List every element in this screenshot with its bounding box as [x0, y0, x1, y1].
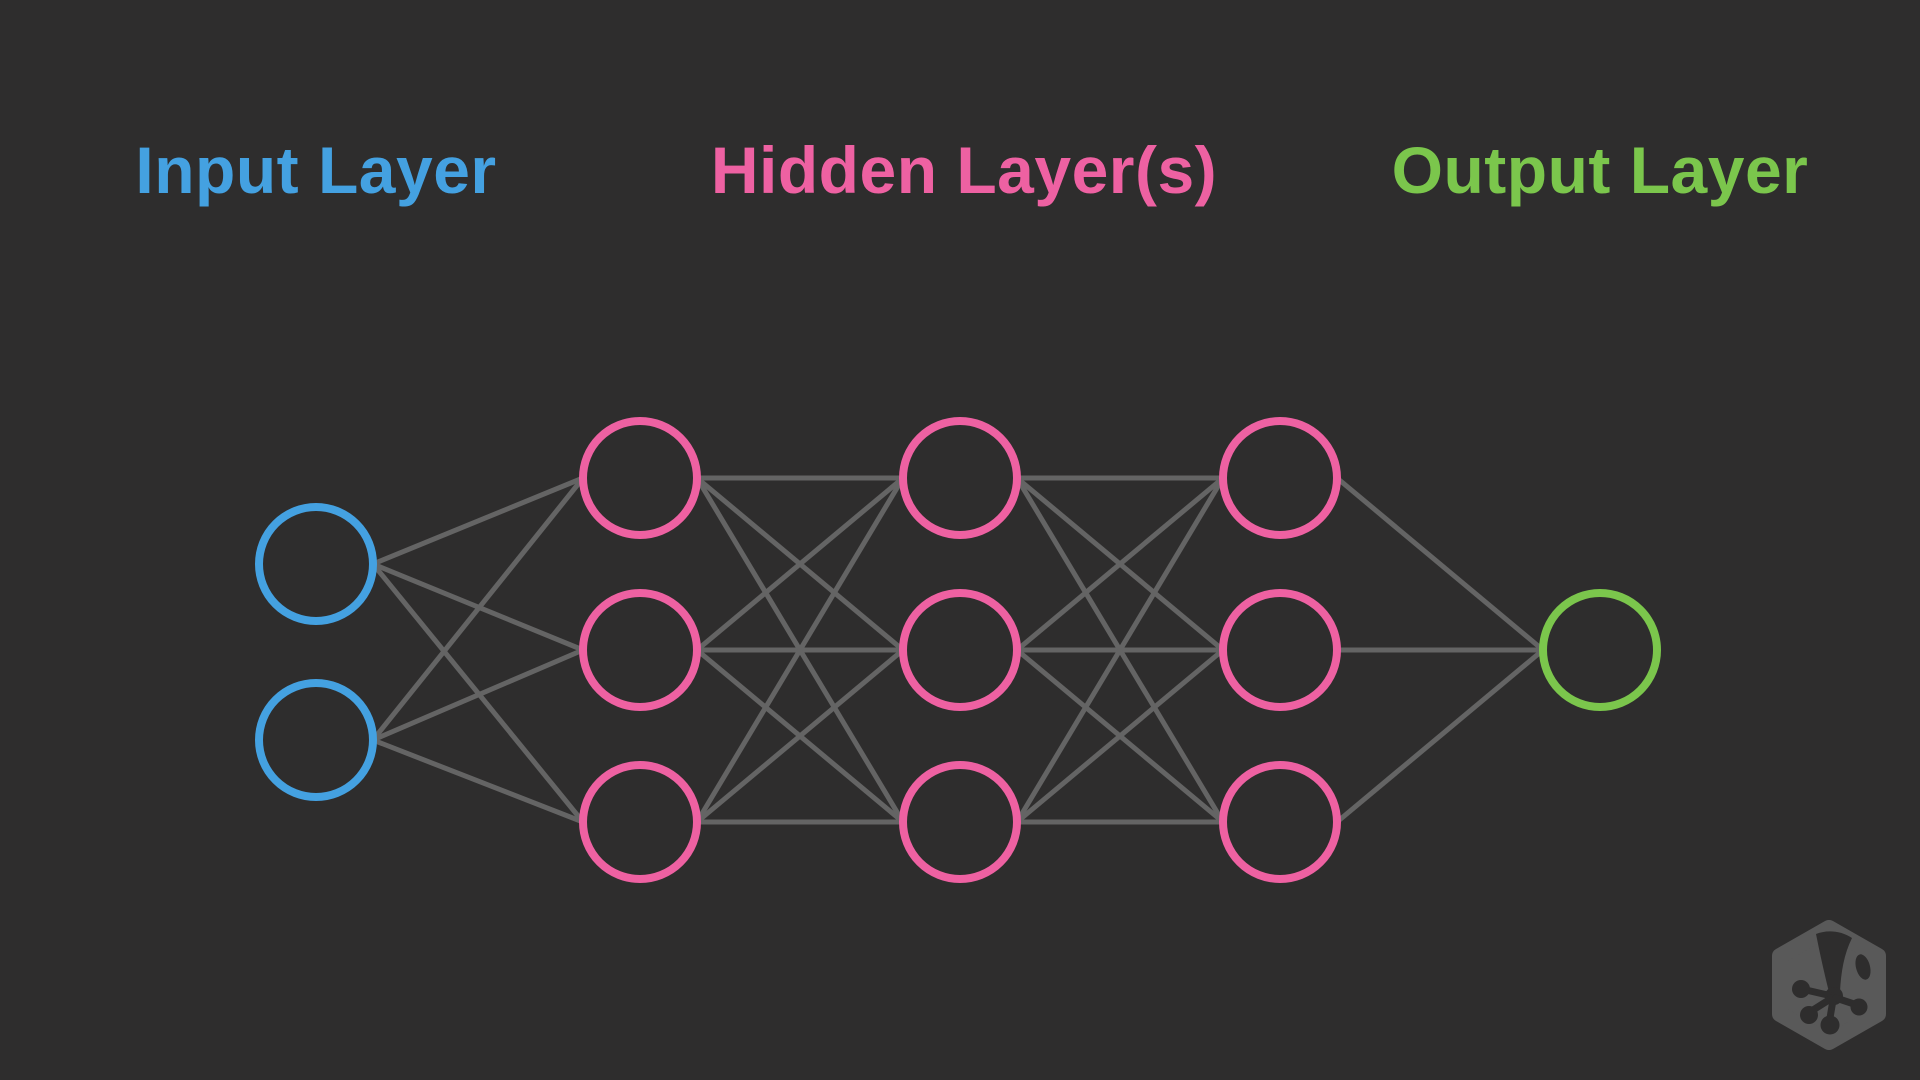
node-output-1: [1539, 589, 1661, 711]
node-hidden-3-1: [1219, 417, 1341, 539]
connection-line: [1335, 476, 1545, 652]
treehouse-logo-icon: [1772, 920, 1886, 1050]
hidden-layers-title: Hidden Layer(s): [710, 133, 1218, 207]
node-hidden-2-3: [899, 761, 1021, 883]
connection-line: [695, 476, 905, 652]
output-layer-title: Output Layer: [1391, 133, 1809, 207]
connection-line: [372, 737, 584, 825]
input-layer-title: Input Layer: [135, 133, 497, 207]
node-hidden-1-3: [579, 761, 701, 883]
node-hidden-3-3: [1219, 761, 1341, 883]
connection-line: [372, 475, 584, 567]
node-hidden-3-2: [1219, 589, 1341, 711]
connection-line: [1015, 648, 1225, 824]
node-hidden-2-1: [899, 417, 1021, 539]
connection-line: [371, 476, 585, 742]
connection-line: [694, 476, 906, 824]
node-hidden-2-2: [899, 589, 1021, 711]
node-input-1: [255, 503, 377, 625]
connection-line: [695, 648, 905, 824]
connection-line: [372, 647, 584, 743]
node-hidden-1-1: [579, 417, 701, 539]
node-input-2: [255, 679, 377, 801]
links-group: [371, 475, 1545, 825]
logo-tree-cutout: [1792, 931, 1871, 1035]
connection-line: [1335, 648, 1545, 824]
connection-line: [1014, 476, 1226, 824]
nodes-group: [255, 417, 1661, 883]
logo-hexagon-stroke: [1772, 920, 1886, 1050]
connection-line: [1015, 476, 1225, 652]
node-hidden-1-2: [579, 589, 701, 711]
